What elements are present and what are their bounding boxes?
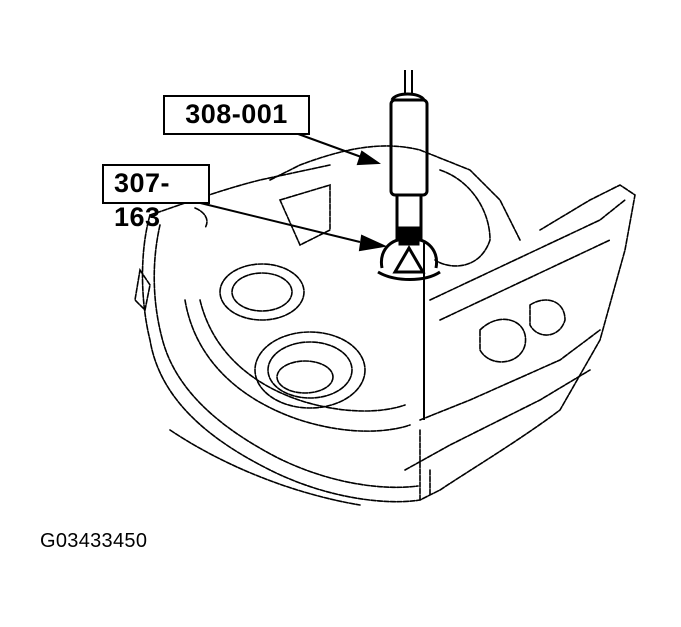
figure-id-label: G03433450 — [40, 530, 148, 552]
callout-tool-308-001: 308-001 — [163, 95, 310, 135]
callout-tool-307-163: 307-163 — [102, 164, 210, 232]
